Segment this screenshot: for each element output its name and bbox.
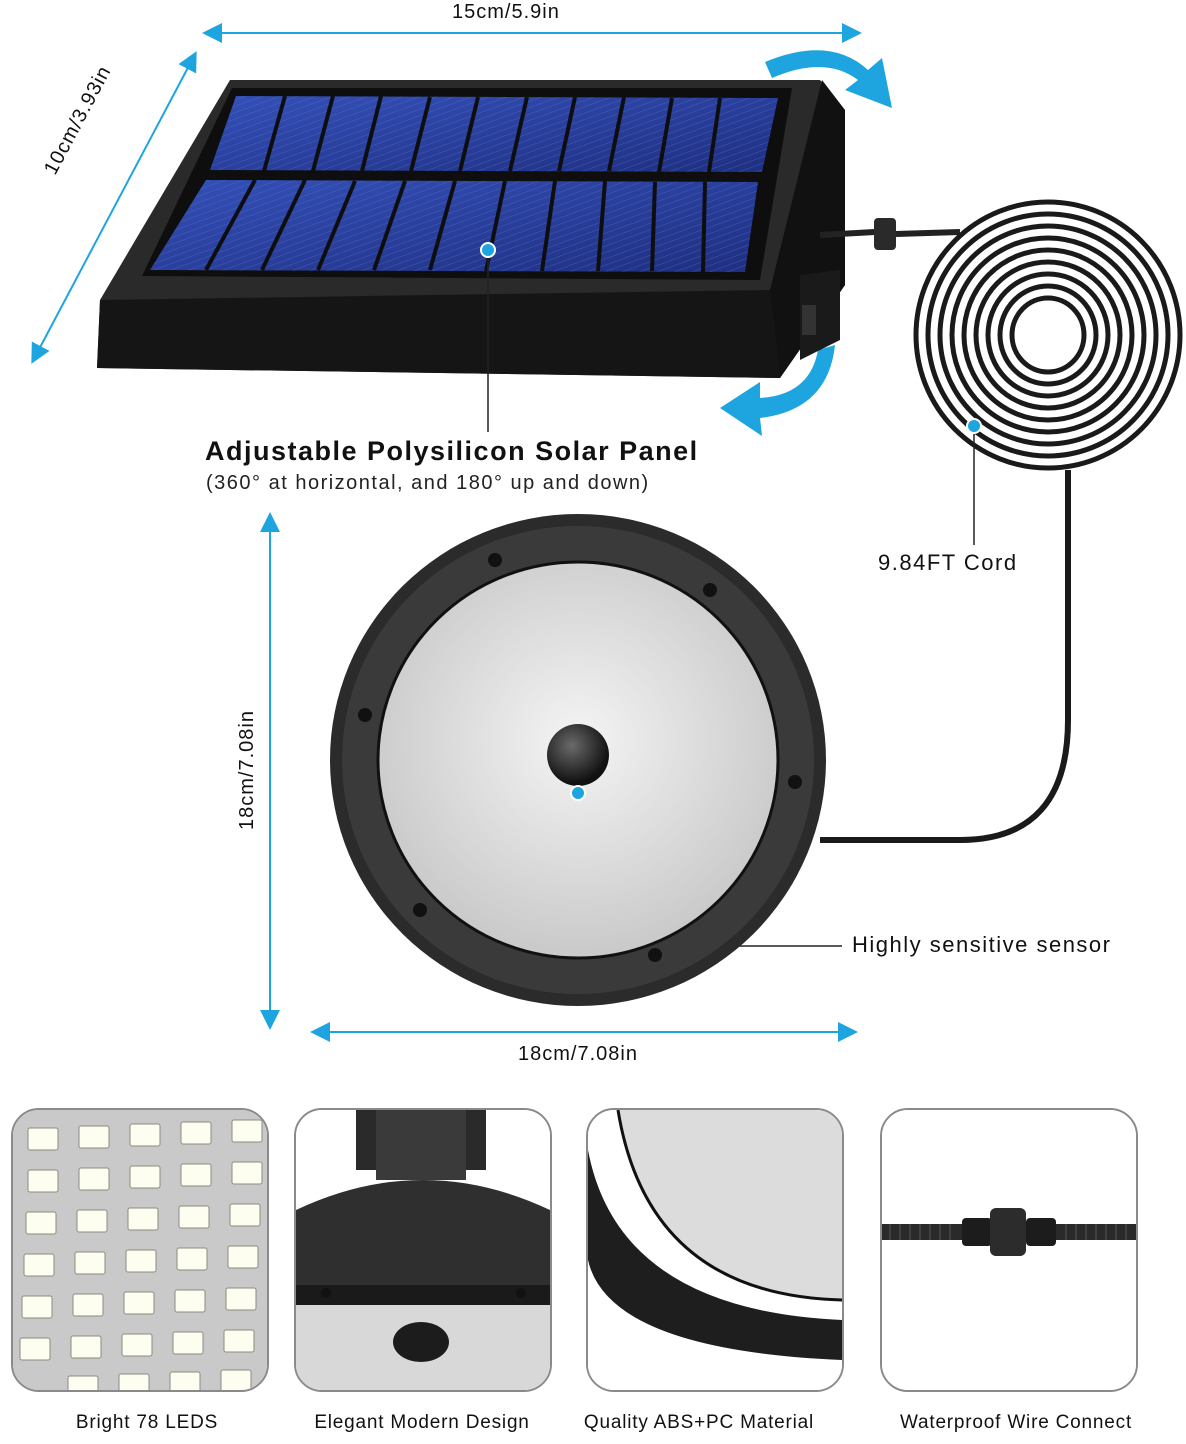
solar-panel-subtitle: (360° at horizontal, and 180° up and dow… bbox=[206, 472, 650, 494]
panel-depth-arrow bbox=[31, 51, 197, 364]
feature-thumb-wire bbox=[880, 1108, 1138, 1392]
light-sensor bbox=[547, 724, 609, 786]
feature-thumb-material bbox=[586, 1108, 844, 1392]
panel-width-label: 15cm/5.9in bbox=[452, 1, 560, 23]
solar-panel bbox=[97, 80, 845, 378]
solar-panel-title: Adjustable Polysilicon Solar Panel bbox=[205, 436, 699, 466]
lamp-cable bbox=[820, 470, 1071, 843]
feature-thumb-design bbox=[294, 1108, 552, 1392]
sensor-callout: Highly sensitive sensor bbox=[852, 932, 1112, 957]
product-diagram bbox=[31, 23, 1183, 1042]
lamp-width-label: 18cm/7.08in bbox=[518, 1043, 638, 1065]
coiled-cord bbox=[913, 199, 1183, 471]
feature-label-leds: Bright 78 LEDS bbox=[75, 1412, 219, 1433]
rotate-up-arrow-icon bbox=[765, 50, 892, 108]
feature-label-material: Quality ABS+PC Material bbox=[583, 1412, 815, 1433]
cord-callout: 9.84FT Cord bbox=[878, 550, 1018, 575]
rotate-down-arrow-icon bbox=[720, 345, 835, 436]
feature-label-wire: Waterproof Wire Connect bbox=[899, 1412, 1133, 1433]
panel-cable bbox=[819, 229, 876, 238]
feature-thumb-leds bbox=[11, 1108, 269, 1392]
lamp-height-label: 18cm/7.08in bbox=[236, 710, 258, 830]
feature-label-design: Elegant Modern Design bbox=[314, 1412, 530, 1433]
